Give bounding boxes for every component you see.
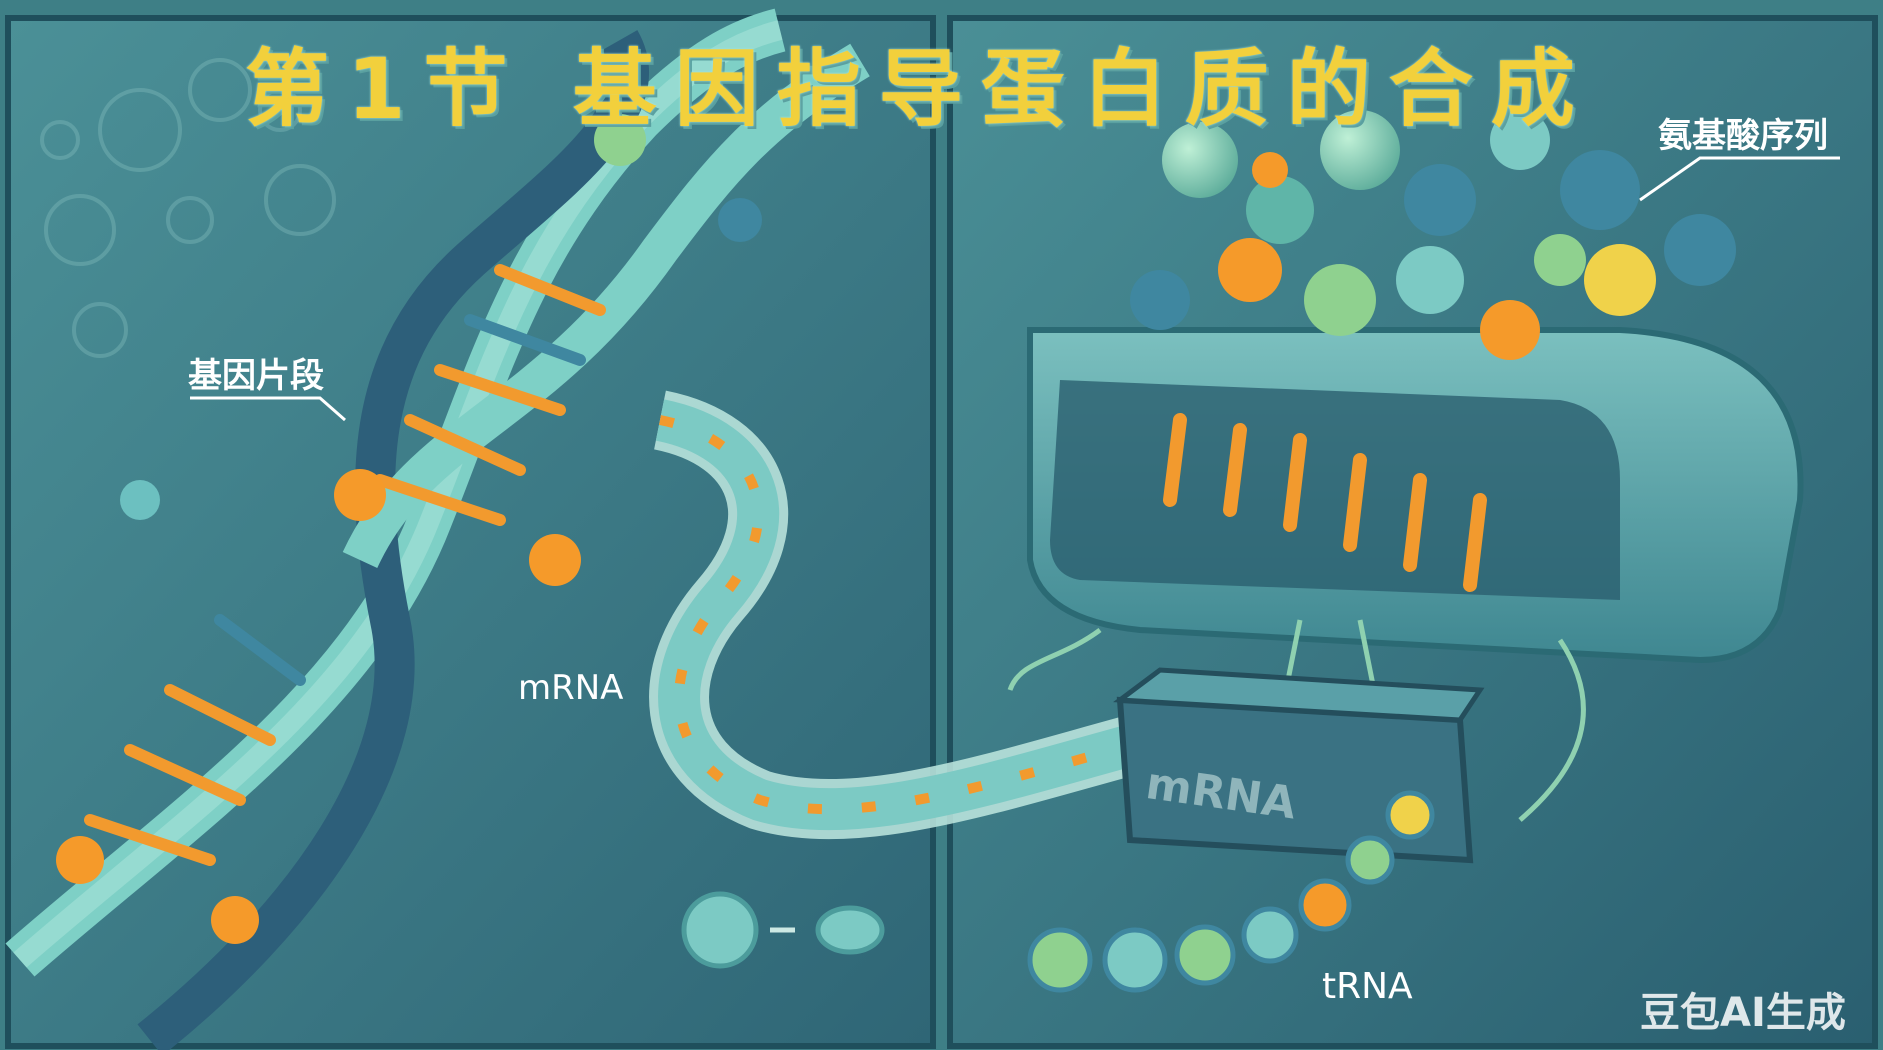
gene-segment-label: 基因片段 — [188, 348, 324, 397]
trna-label: tRNA — [1322, 966, 1413, 1007]
amino-acid-sequence-label: 氨基酸序列 — [1658, 108, 1828, 157]
mrna-label: mRNA — [518, 668, 623, 708]
watermark: 豆包AI生成 — [1640, 980, 1846, 1038]
page-title: 第1节 基因指导蛋白质的合成 — [245, 22, 1645, 132]
left-panel — [8, 18, 933, 1046]
